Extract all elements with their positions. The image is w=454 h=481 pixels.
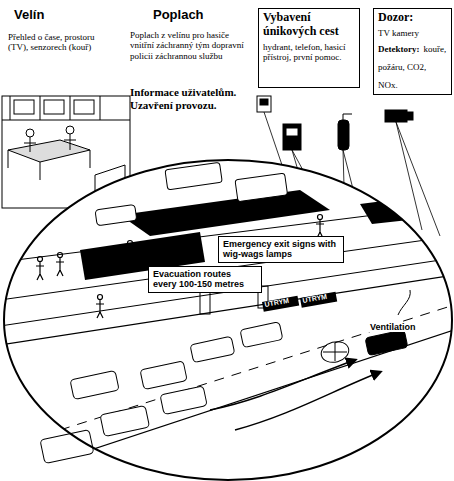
panel-text: Poplach z velínu pro hasiče vnitřní zách… bbox=[130, 30, 248, 61]
cutaway-outline bbox=[4, 160, 452, 480]
panel-heading: Velín bbox=[14, 8, 104, 23]
callout-box: Emergency exit signs with wig-wags lamps bbox=[218, 236, 344, 263]
box-subheading: Detektory: bbox=[378, 44, 419, 54]
equipment-box: Vybavení únikových cest hydrant, telefon,… bbox=[258, 8, 360, 88]
panel-note: Informace uživatelům. Uzavření provozu. bbox=[130, 86, 254, 111]
monitoring-box: Dozor:TV kameryDetektory: kouře, požáru,… bbox=[373, 8, 452, 95]
tunnel-cutaway bbox=[0, 150, 454, 481]
equipment-icons bbox=[257, 96, 413, 150]
callout-box: Evacuation routes every 100-150 metres bbox=[148, 266, 262, 293]
vehicles bbox=[40, 162, 408, 463]
callout-text: Evacuation routes every 100-150 metres bbox=[153, 269, 257, 290]
callout-text: Emergency exit signs with wig-wags lamps bbox=[223, 239, 339, 260]
ventilation-fan bbox=[210, 290, 410, 430]
panel-text: Přehled o čase, prostoru (TV), senzorech… bbox=[8, 32, 110, 53]
box-text: TV kamery bbox=[378, 28, 447, 38]
panel-heading: Poplach bbox=[153, 8, 243, 23]
people bbox=[36, 215, 324, 319]
box-text: hydrant, telefon, hasicí přístroj, první… bbox=[263, 42, 355, 63]
box-heading: Dozor: bbox=[378, 11, 447, 25]
ventilation-label: Ventilation bbox=[368, 322, 418, 332]
box-heading: Vybavení únikových cest bbox=[263, 11, 355, 39]
